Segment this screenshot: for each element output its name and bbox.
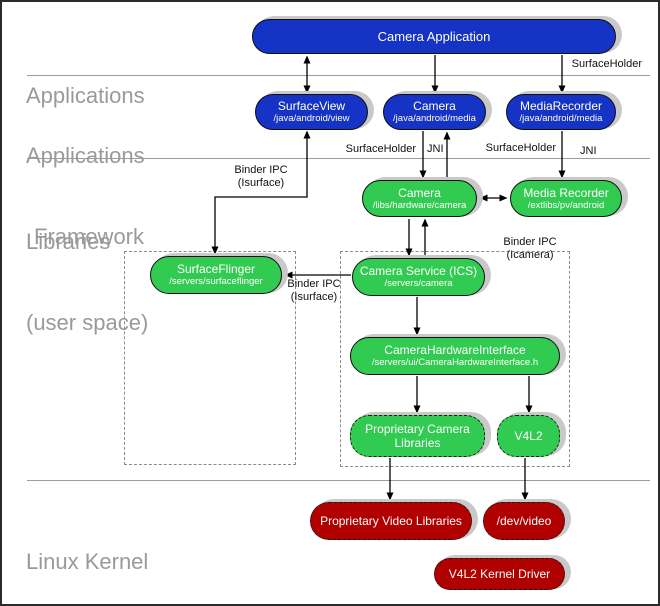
divider-libraries-kernel — [27, 480, 650, 481]
node-surfaceflinger: SurfaceFlinger /servers/surfaceflinger — [150, 256, 282, 294]
node-proprietary-camera-libraries: Proprietary Camera Libraries — [350, 415, 485, 457]
label-binder-ipc-isurface-top: Binder IPC (Isurface) — [234, 164, 288, 189]
arrow-surfaceview-surfaceflinger — [211, 130, 311, 255]
node-camera-hardware-interface: CameraHardwareInterface /servers/ui/Came… — [350, 337, 560, 375]
node-surfaceview: SurfaceView /java/android/view — [255, 94, 368, 130]
label-jni-mediarecorder: JNI — [580, 145, 597, 157]
node-camera-application: Camera Application — [252, 19, 616, 54]
divider-framework-libraries — [27, 158, 650, 159]
node-dev-video: /dev/video — [483, 502, 565, 540]
node-proprietary-video-libraries: Proprietary Video Libraries — [310, 502, 472, 540]
label-surfaceholder-mediarecorder: SurfaceHolder — [485, 142, 556, 154]
divider-applications-framework — [27, 75, 650, 76]
dashed-group-surfaceflinger — [124, 251, 296, 465]
label-binder-ipc-icamera: Binder IPC (Icamera) — [503, 236, 557, 261]
dashed-group-icamera — [340, 251, 570, 467]
label-surfaceholder-camera: SurfaceHolder — [345, 143, 416, 155]
node-v4l2: V4L2 — [497, 415, 560, 457]
node-mediarecorder-java: MediaRecorder /java/android/media — [506, 94, 616, 130]
node-v4l2-kernel-driver: V4L2 Kernel Driver — [434, 558, 565, 590]
layer-label-applications: Applications — [26, 83, 145, 108]
label-jni-camera: JNI — [427, 143, 444, 155]
layer-label-applications-framework: Applications Framework — [26, 143, 145, 249]
layer-label-linux-kernel: Linux Kernel — [26, 549, 149, 574]
node-camera-service: Camera Service (ICS) /servers/camera — [352, 258, 485, 296]
label-binder-ipc-isurface-mid: Binder IPC (Isurface) — [287, 278, 341, 303]
node-camera-lib: Camera /libs/hardware/camera — [362, 180, 477, 217]
layer-label-libraries: Libraries (user space) — [26, 229, 149, 335]
node-mediarecorder-lib: Media Recorder /extlibs/pv/android — [510, 180, 622, 217]
label-surfaceholder-top: SurfaceHolder — [571, 58, 642, 70]
node-camera-java: Camera /java/android/media — [383, 94, 486, 130]
